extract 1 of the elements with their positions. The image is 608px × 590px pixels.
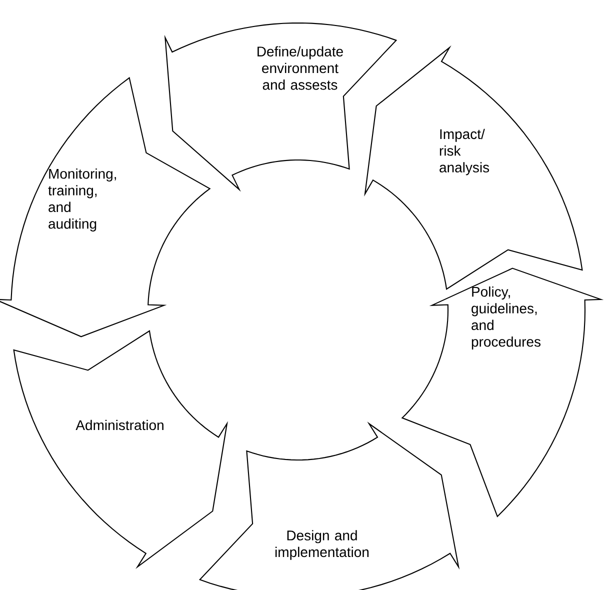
arrow-segment: Administration xyxy=(13,330,228,570)
